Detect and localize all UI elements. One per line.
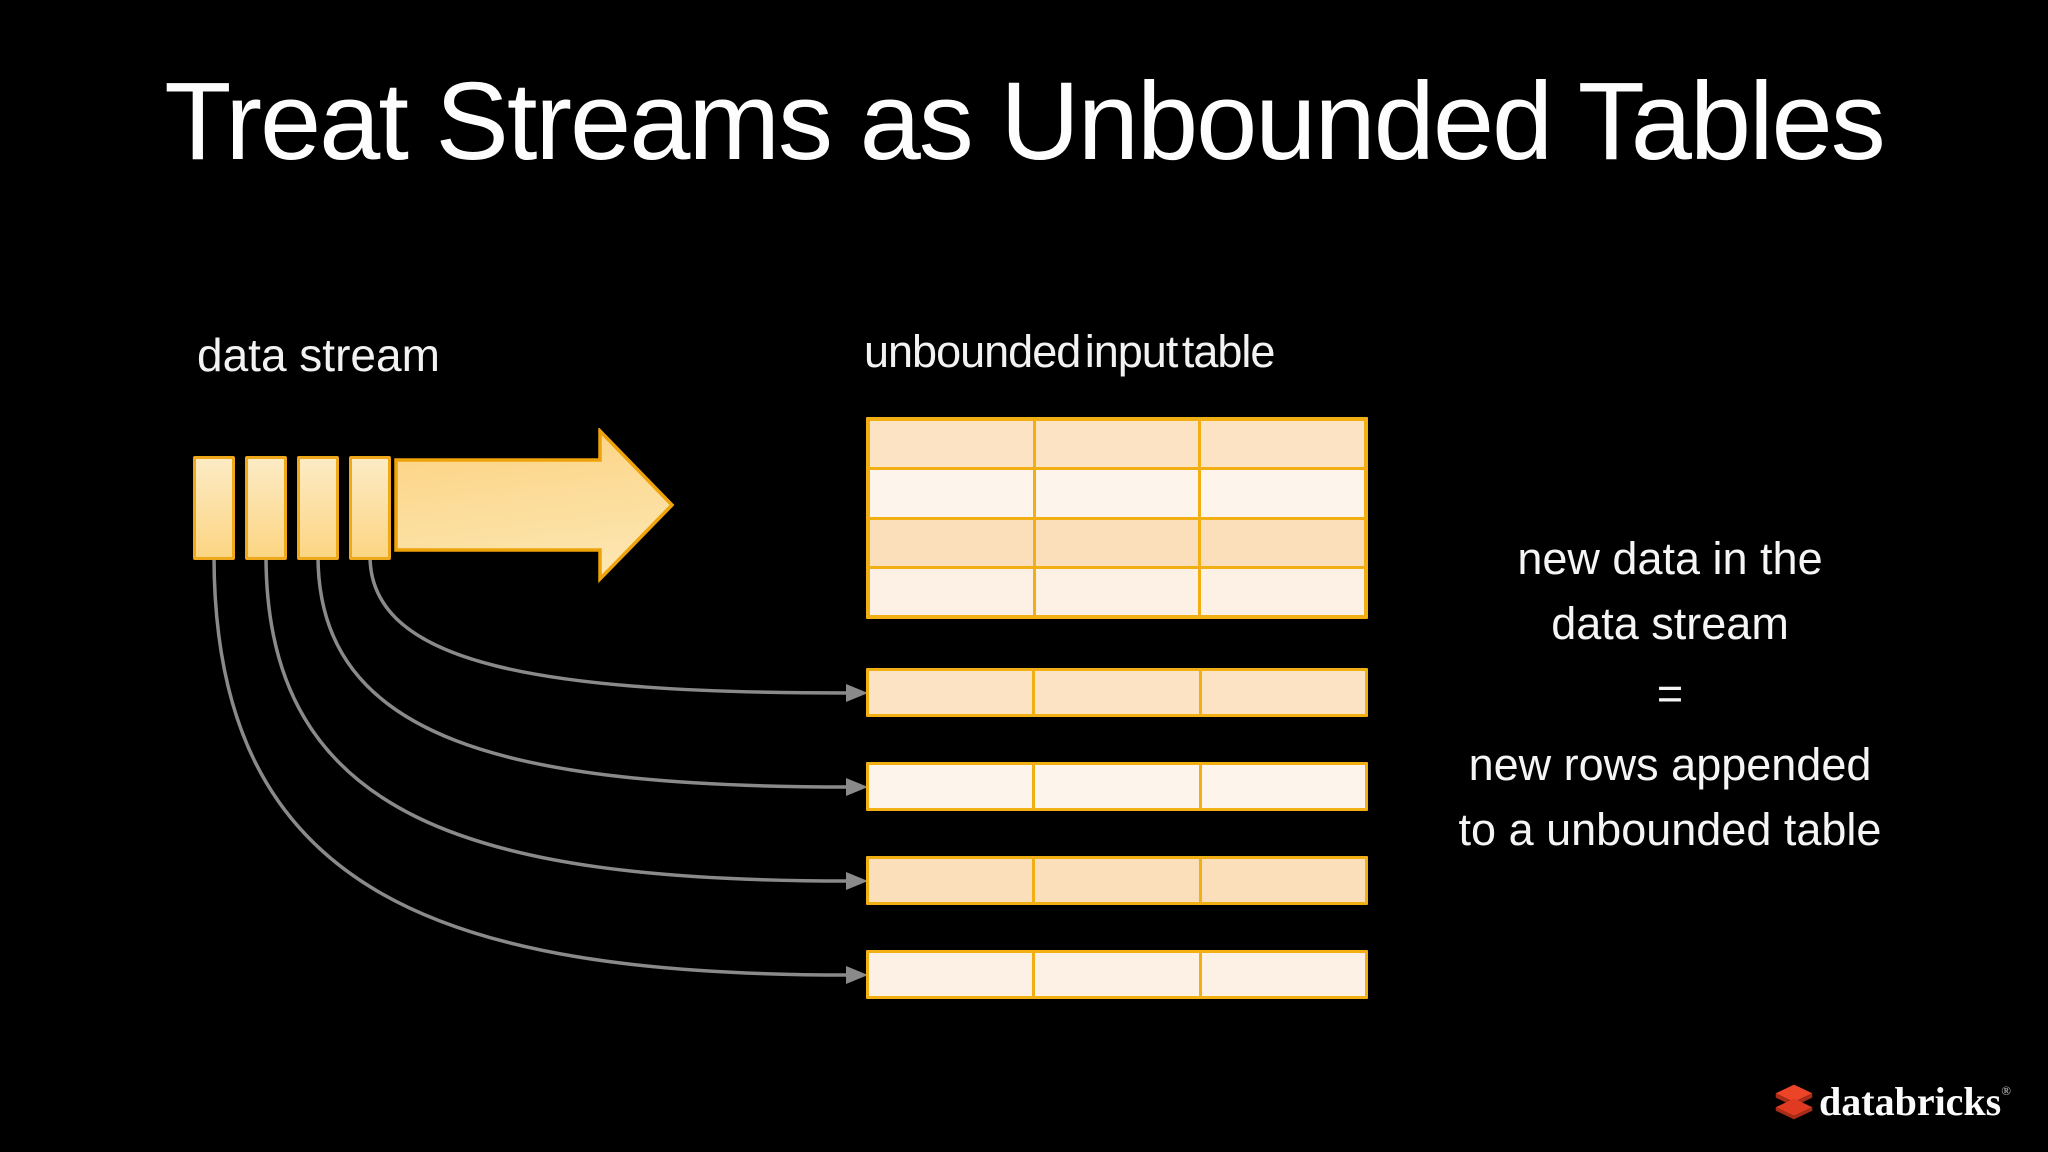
slide-title: Treat Streams as Unbounded Tables <box>164 60 1885 183</box>
table-cell <box>1201 765 1365 808</box>
unbounded-input-table <box>866 417 1368 619</box>
appended-row <box>866 856 1368 905</box>
table-cell <box>1035 859 1199 902</box>
stream-block <box>193 456 235 560</box>
registered-trademark-symbol: ® <box>2001 1083 2011 1098</box>
table-cell <box>1035 421 1199 468</box>
annotation-line: new data in the <box>1517 533 1823 584</box>
stream-flow-arrow-icon <box>394 428 675 584</box>
table-cell <box>1035 765 1199 808</box>
unbounded-input-table-label: unbounded input table <box>864 326 1275 377</box>
table-cell <box>870 421 1033 468</box>
table-cell <box>1201 421 1364 468</box>
table-cell <box>1201 859 1365 902</box>
table-cell <box>870 568 1033 615</box>
connector-arrowhead-icon <box>846 684 868 702</box>
table-cell <box>869 765 1033 808</box>
table-cell <box>1035 470 1199 517</box>
table-cell <box>870 470 1033 517</box>
appended-row <box>866 668 1368 717</box>
table-cell <box>1201 953 1365 996</box>
connector-arrowhead-icon <box>846 872 868 890</box>
stream-block <box>349 456 391 560</box>
stream-block <box>245 456 287 560</box>
databricks-stacked-layers-icon <box>1775 1084 1813 1120</box>
table-cell <box>870 519 1033 566</box>
connector-arrow <box>316 555 849 789</box>
connector-arrowhead-icon <box>846 966 868 984</box>
table-cell <box>1035 671 1199 714</box>
table-cell <box>1201 470 1364 517</box>
annotation-line: new rows appended <box>1468 739 1872 790</box>
databricks-wordmark: databricks® <box>1819 1079 2011 1124</box>
databricks-logo: databricks® <box>1774 1082 2011 1122</box>
table-cell <box>1035 953 1199 996</box>
table-cell <box>1201 671 1365 714</box>
appended-row <box>866 950 1368 999</box>
connector-arrowhead-icon <box>846 778 868 796</box>
equals-sign: = <box>1656 668 1684 719</box>
table-cell <box>1035 519 1199 566</box>
appended-row <box>866 762 1368 811</box>
table-cell <box>869 671 1033 714</box>
connector-arrow <box>212 555 849 977</box>
annotation-line: data stream <box>1551 598 1789 649</box>
annotation-block: new data in the data stream = new rows a… <box>1410 526 1930 862</box>
table-cell <box>1201 519 1364 566</box>
stream-block <box>297 456 339 560</box>
connector-arrow <box>264 555 849 883</box>
table-cell <box>1201 568 1364 615</box>
table-cell <box>869 859 1033 902</box>
table-cell <box>869 953 1033 996</box>
annotation-line: to a unbounded table <box>1458 804 1882 855</box>
table-cell <box>1035 568 1199 615</box>
data-stream-label: data stream <box>197 329 440 381</box>
